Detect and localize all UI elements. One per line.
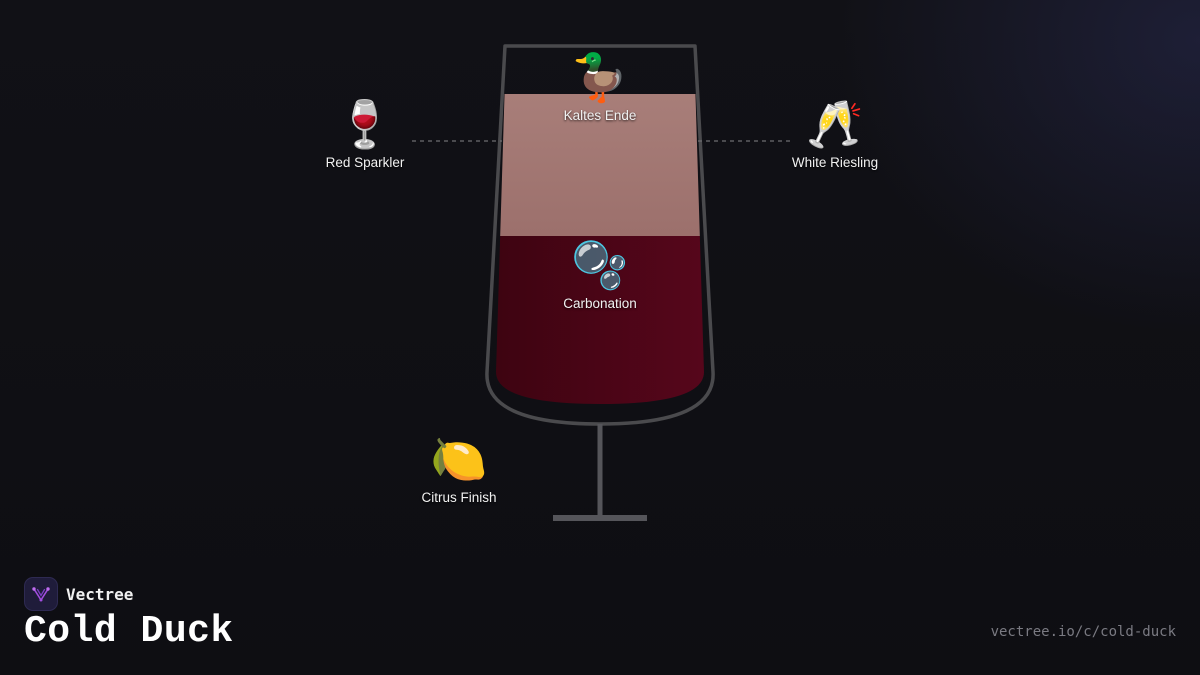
- vectree-logo-icon: [24, 577, 58, 611]
- ingredient-red-sparkler: 🍷 Red Sparkler: [326, 97, 405, 170]
- bottom-layer: [496, 236, 704, 404]
- top-layer: [496, 94, 704, 236]
- ingredient-white-riesling: 🥂 White Riesling: [792, 97, 878, 170]
- ingredient-label: Citrus Finish: [421, 490, 497, 505]
- duck-icon: 🦆: [571, 51, 629, 103]
- brand-name: Vectree: [66, 584, 134, 604]
- page-title: Cold Duck: [24, 610, 234, 653]
- lemon-icon: 🍋: [430, 433, 488, 485]
- ingredient-label: Red Sparkler: [325, 155, 405, 170]
- ingredient-label: White Riesling: [791, 155, 879, 170]
- wine-glass-icon: 🍷: [336, 98, 394, 150]
- glass-outline: [485, 44, 715, 426]
- source-url: vectree.io/c/cold-duck: [990, 624, 1176, 640]
- glass-base: [553, 515, 647, 521]
- clinking-glasses-icon: 🥂: [806, 98, 864, 150]
- brand: Vectree: [24, 577, 133, 611]
- ingredient-kaltes-ende: 🦆 Kaltes Ende: [564, 50, 637, 123]
- ingredient-label: Kaltes Ende: [563, 108, 637, 123]
- ingredient-citrus-finish: 🍋 Citrus Finish: [421, 432, 496, 505]
- bubbles-icon: 🫧: [571, 239, 629, 291]
- ingredient-carbonation: 🫧 Carbonation: [563, 238, 637, 311]
- ingredient-label: Carbonation: [563, 296, 637, 311]
